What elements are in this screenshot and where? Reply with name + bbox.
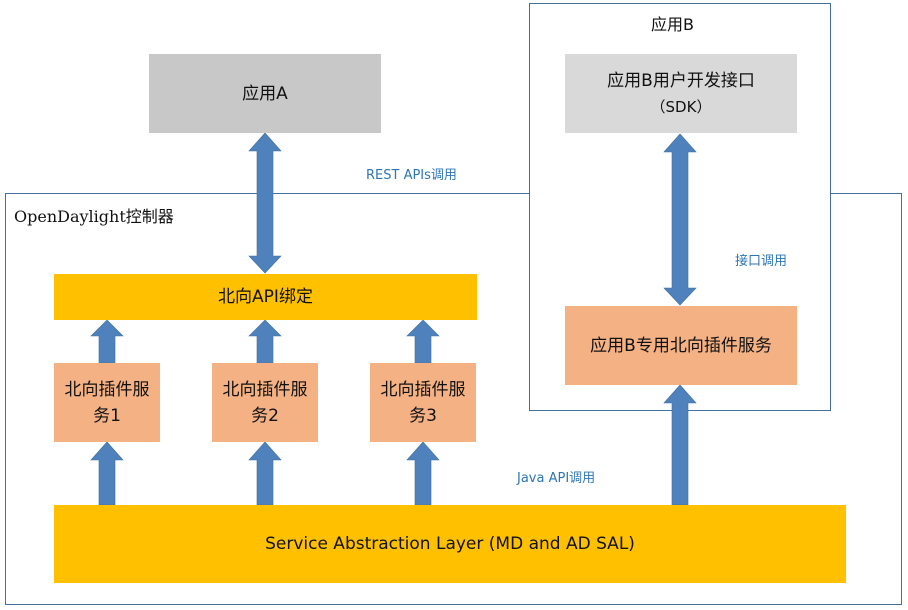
sal-to-app-b-plugin-arrow [663,384,697,506]
plugin-service-3-line2: 务3 [409,405,437,426]
plugin-service-1-line2: 务1 [93,405,121,426]
java-api-caption: Java API调用 [517,471,596,486]
sal-to-plugin1-arrow [90,441,124,506]
app-a-label: 应用A [242,83,288,104]
app-a-box: 应用A [149,54,381,133]
sal-box: Service Abstraction Layer (MD and AD SAL… [54,505,846,583]
plugin2-up-arrow [248,319,282,364]
controller-title: OpenDaylight控制器 [14,207,174,226]
plugin-service-2: 北向插件服 务2 [212,363,318,442]
app-b-plugin-service-label: 应用B专用北向插件服务 [590,335,772,356]
plugin-service-2-line2: 务2 [251,405,279,426]
plugin-service-3: 北向插件服 务3 [370,363,476,442]
app-b-plugin-service-box: 应用B专用北向插件服务 [565,306,797,385]
interface-double-arrow [663,133,697,306]
rest-double-arrow [248,132,282,274]
plugin3-up-arrow [406,319,440,364]
sal-label: Service Abstraction Layer (MD and AD SAL… [265,534,635,554]
plugin-service-1: 北向插件服 务1 [54,363,160,442]
northbound-api-binding-box: 北向API绑定 [54,274,477,320]
plugin-service-1-line1: 北向插件服 [64,379,150,400]
rest-api-caption: REST APIs调用 [366,168,457,183]
sal-to-plugin2-arrow [248,441,282,506]
app-b-sdk-box: 应用B用户开发接口 （SDK） [565,54,797,133]
interface-call-caption: 接口调用 [735,254,788,269]
sal-to-plugin3-arrow [406,441,440,506]
plugin-service-2-line1: 北向插件服 [222,379,308,400]
plugin-service-3-line1: 北向插件服 [380,379,466,400]
app-b-title: 应用B [651,15,694,34]
controller-frame [5,193,902,605]
app-b-sdk-line1: 应用B用户开发接口 [607,70,755,91]
northbound-api-binding-label: 北向API绑定 [218,287,313,307]
plugin1-up-arrow [90,319,124,364]
app-b-sdk-line2: （SDK） [650,97,712,116]
